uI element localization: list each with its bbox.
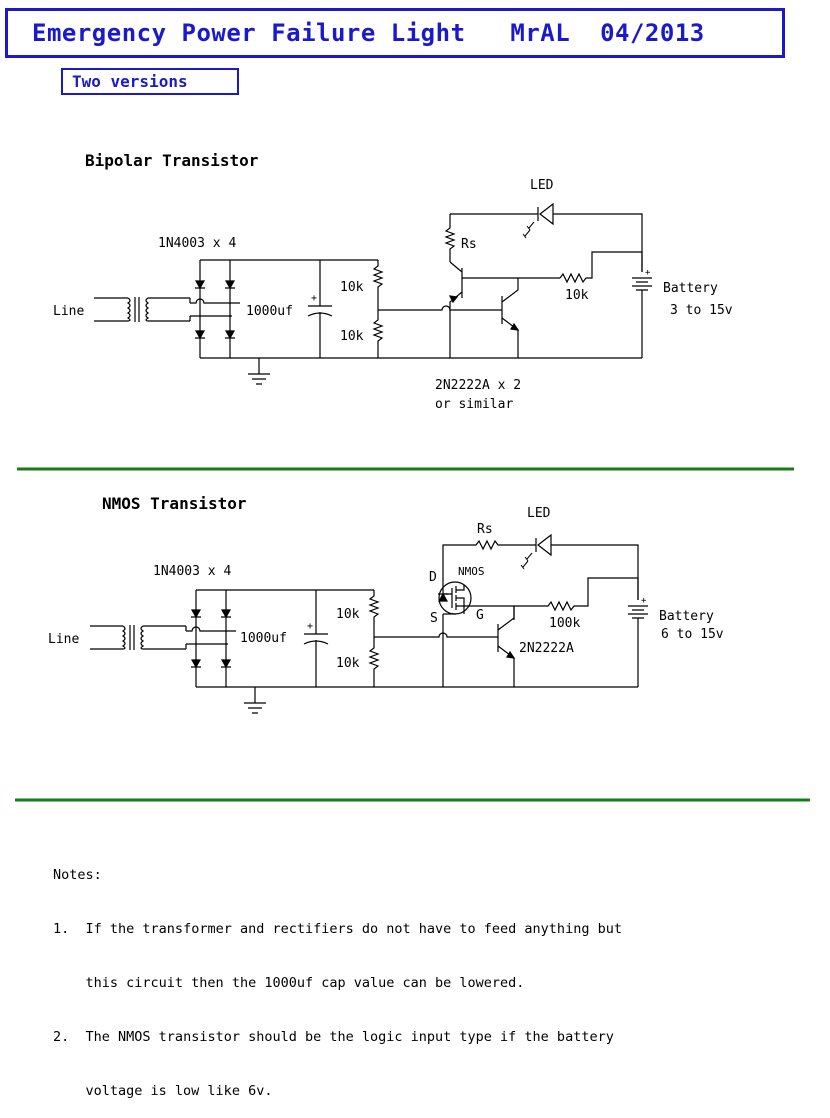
nmos-ground-icon [244,687,266,714]
subtitle: Two versions [72,72,188,91]
bipolar-battery-range: 3 to 15v [670,303,733,318]
nmos-rs-label: Rs [477,522,493,537]
bipolar-base-resistor [559,251,643,284]
bipolar-rectifier-label: 1N4003 x 4 [158,236,236,251]
nmos-mos-label: NMOS [458,565,485,578]
bipolar-transistor-1 [448,261,560,358]
subtitle-box: Two versions [61,68,239,95]
title-box: Emergency Power Failure Light MrAL 04/20… [5,8,785,58]
bipolar-battery-label: Battery [663,281,718,296]
nmos-cap-label: 1000uf [240,631,287,646]
nmos-line-label: Line [48,632,79,647]
bipolar-rails [200,259,642,359]
bipolar-circuit: Bipolar Transistor 1N4003 x 4 Line + [53,151,733,412]
notes-heading: Notes: [53,867,102,883]
nmos-rails [196,589,638,688]
nmos-led-branch [442,533,639,600]
bipolar-cap-label: 1000uf [246,304,293,319]
bipolar-heading: Bipolar Transistor [85,151,258,170]
nmos-npn [497,606,516,687]
nmos-r-gate-label: 100k [549,616,580,631]
nmos-battery-range: 6 to 15v [661,627,724,642]
note-1-number: 1. [53,921,70,937]
notes: Notes: 1. If the transformer and rectifi… [53,830,622,1118]
bipolar-line-label: Line [53,304,84,319]
nmos-transistor [437,581,515,687]
nmos-heading: NMOS Transistor [102,494,247,513]
svg-text:+: + [311,293,317,304]
nmos-gate-resistor [514,577,639,612]
note-1-line-2: this circuit then the 1000uf cap value c… [53,974,622,992]
nmos-transistor-label: 2N2222A [519,641,574,656]
nmos-led-label: LED [527,506,551,521]
bipolar-similar-label: or similar [435,397,513,412]
nmos-circuit: NMOS Transistor 1N4003 x 4 Line + [48,494,724,714]
bipolar-led-label: LED [530,178,554,193]
note-2-text-cont: voltage is low like 6v. [85,1083,273,1099]
bipolar-ground-icon [248,358,270,385]
page-title: Emergency Power Failure Light MrAL 04/20… [32,19,705,47]
bipolar-transistor-2 [501,278,520,358]
note-2-line-1: 2. The NMOS transistor should be the log… [53,1028,622,1046]
nmos-pin-d: D [429,570,437,585]
bipolar-r-top-label: 10k [340,280,364,295]
note-2-line-2: voltage is low like 6v. [53,1082,622,1100]
bipolar-bridge [194,260,236,358]
bipolar-r-bottom-label: 10k [340,329,364,344]
note-2-number: 2. [53,1029,70,1045]
note-1-line-1: 1. If the transformer and rectifiers do … [53,920,622,938]
bipolar-transistor-label: 2N2222A x 2 [435,378,521,393]
nmos-divider [368,590,498,687]
nmos-pin-s: S [430,611,438,626]
schematic-canvas: Bipolar Transistor 1N4003 x 4 Line + [15,151,810,802]
nmos-capacitor: + [303,590,329,687]
bipolar-r-base-label: 10k [565,288,589,303]
svg-text:+: + [641,596,647,606]
bipolar-transformer [94,297,240,322]
nmos-r-bottom-label: 10k [336,656,360,671]
nmos-bridge [190,590,232,687]
nmos-pin-g: G [476,608,484,623]
nmos-r-top-label: 10k [336,607,360,622]
nmos-rectifier-label: 1N4003 x 4 [153,564,231,579]
note-1-text: If the transformer and rectifiers do not… [85,921,622,937]
bipolar-led-branch [450,202,643,272]
nmos-transformer [90,625,236,650]
bipolar-rs [444,214,456,262]
svg-text:+: + [645,268,651,278]
note-2-text: The NMOS transistor should be the logic … [85,1029,614,1045]
bipolar-battery-icon: + [632,268,652,358]
bipolar-capacitor: + [307,260,333,358]
bipolar-rs-label: Rs [461,237,477,252]
svg-text:+: + [307,621,313,632]
nmos-battery-icon: + [628,596,648,687]
nmos-battery-label: Battery [659,609,714,624]
bipolar-divider [372,260,502,358]
note-1-text-cont: this circuit then the 1000uf cap value c… [85,975,525,991]
